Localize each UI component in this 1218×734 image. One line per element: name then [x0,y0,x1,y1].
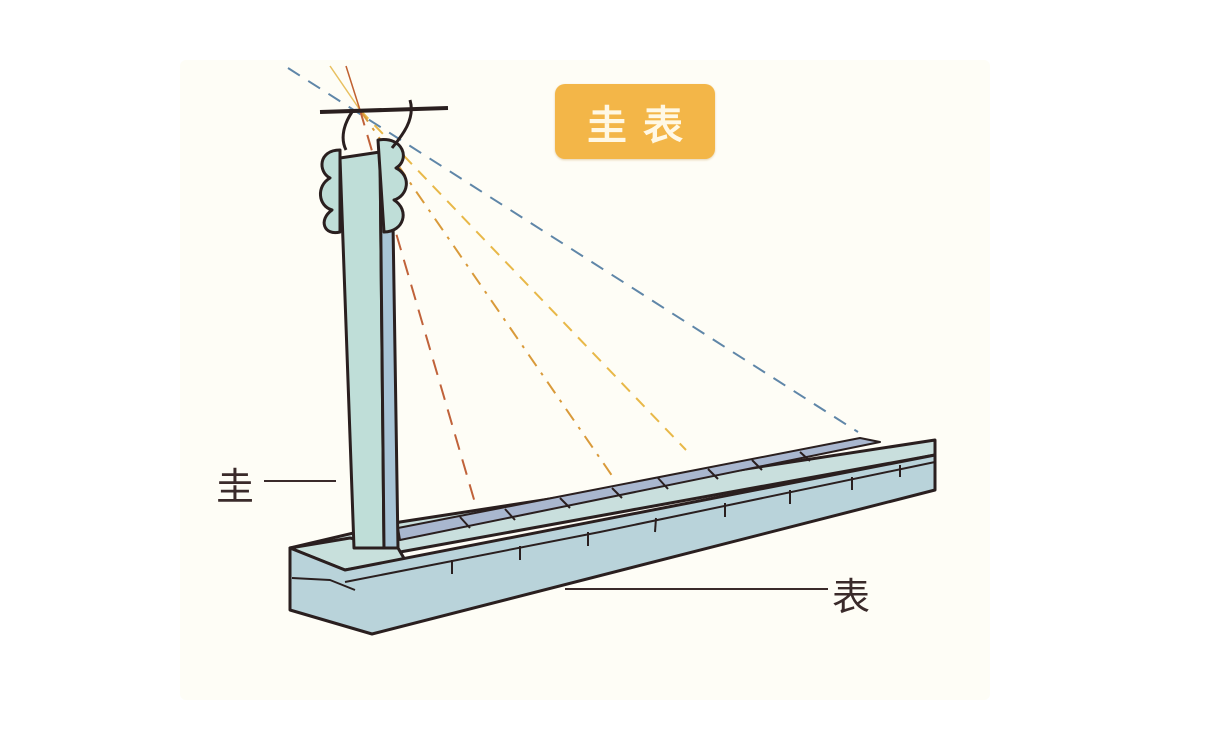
ray-blue [287,67,859,433]
title-badge: 圭表 [555,84,715,159]
vertical-gnomon-pole [319,99,449,550]
ray-yellow-1 [359,109,687,451]
horizontal-scale-base [288,437,937,636]
title-text: 圭表 [587,102,699,149]
ray-red [359,109,481,521]
label-gui: 圭 [216,465,255,509]
label-biao: 表 [832,575,871,619]
